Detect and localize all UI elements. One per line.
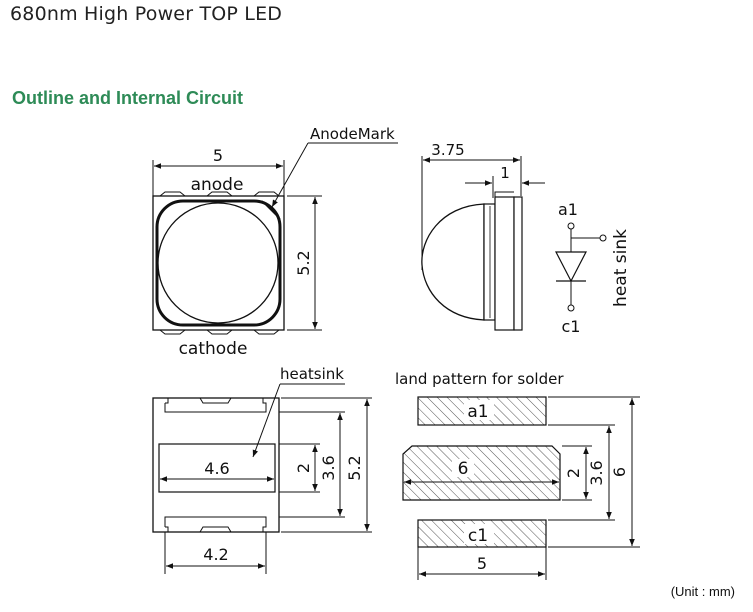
land-center-outer-dim: 3.6: [587, 460, 606, 485]
land-total-height-dim: 6: [610, 467, 629, 477]
section-title: Outline and Internal Circuit: [12, 88, 244, 108]
side-depth-dim: 3.75: [431, 141, 464, 159]
land-pad-center-label: 6: [458, 459, 469, 479]
diode-symbol: [555, 251, 587, 283]
anode-mark-label: AnodeMark: [310, 125, 395, 143]
pad-height-dim: 2: [294, 463, 313, 473]
circuit-anode-terminal: a1: [558, 200, 578, 219]
bottom-heatsink-label: heatsink: [280, 365, 344, 383]
side-view: 3.75 1: [421, 141, 545, 331]
lens-cavity: [155, 199, 282, 327]
land-pattern: land pattern for solder a1 6 c1 2 3.6 6 …: [395, 370, 640, 580]
land-pattern-title: land pattern for solder: [395, 370, 564, 388]
pad-width-dim: 4.6: [204, 459, 229, 478]
bottom-view: heatsink 4.6 2 3.6 5.2 4.2: [152, 365, 372, 574]
top-view: 5 anode AnodeMark 5.2 cathode: [152, 125, 398, 359]
bottom-width-dim: 4.2: [203, 545, 228, 564]
land-width-dim: 5: [477, 554, 487, 573]
top-height-dim: 5.2: [294, 250, 313, 275]
heatsink-leader: [252, 383, 281, 458]
page-title: 680nm High Power TOP LED: [10, 3, 283, 25]
bottom-total-height-dim: 5.2: [345, 455, 364, 480]
lens-circle: [157, 202, 279, 324]
land-pad-a1-label: a1: [467, 402, 488, 422]
land-center-height-dim: 2: [564, 468, 583, 478]
land-pad-center: [402, 445, 561, 501]
heatsink-terminal: [599, 234, 607, 242]
top-width-dim: 5: [213, 146, 223, 165]
anode-label: anode: [191, 175, 244, 195]
land-pad-c1-label: c1: [468, 526, 488, 546]
side-lens-dome: [421, 203, 485, 321]
side-lead-dim: 1: [500, 164, 510, 182]
heatsink-circuit-label: heat sink: [611, 229, 631, 307]
unit-note: (Unit : mm): [670, 584, 735, 599]
pad-height-outer-dim: 3.6: [319, 455, 338, 480]
circuit-cathode-terminal: c1: [562, 317, 581, 336]
internal-circuit: a1 c1 heat sink: [555, 200, 631, 336]
cathode-label: cathode: [179, 339, 248, 359]
package-body: [152, 195, 285, 331]
anode-mark-leader: [271, 142, 309, 208]
